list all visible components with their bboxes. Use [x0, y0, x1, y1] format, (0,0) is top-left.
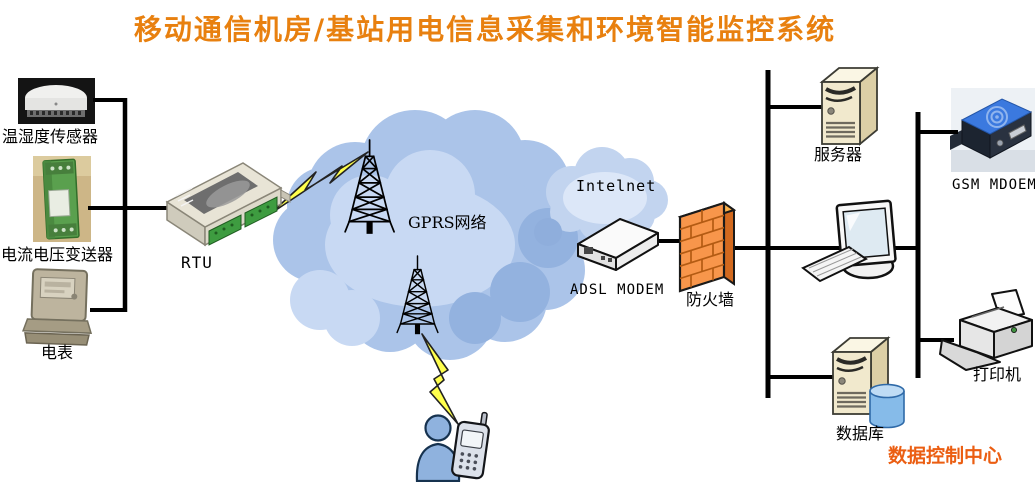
rtu-device-icon: [165, 162, 291, 247]
adsl-modem-icon: [577, 218, 659, 271]
gprs-network-label: GPRS网络: [408, 213, 487, 232]
server-label: 服务器: [814, 145, 863, 164]
printer-icon: [939, 289, 1033, 371]
gsm-modem-image: [950, 88, 1035, 172]
control-center-label: 数据控制中心: [888, 445, 1003, 467]
rtu-label: RTU: [181, 253, 213, 272]
adsl-modem-label: ADSL MODEM: [570, 282, 665, 298]
firewall-icon: [677, 201, 737, 293]
lightning-bolt-2: [421, 333, 459, 425]
internet-label: Intelnet: [576, 177, 657, 195]
workstation-icon: [801, 199, 897, 283]
database-label: 数据库: [836, 424, 885, 443]
sensor-label: 温湿度传感器: [2, 127, 99, 146]
server-icon: [820, 66, 879, 146]
transmitter-label: 电流电压变送器: [1, 245, 114, 264]
mobile-phone-icon: [451, 411, 490, 480]
gsm-modem-label: GSM MDOEM: [952, 177, 1035, 193]
lightning-bolt-1: [269, 151, 369, 215]
mobile-user-icon: [415, 414, 461, 482]
database-icon: [831, 336, 905, 429]
firewall-label: 防火墙: [686, 290, 735, 309]
current-voltage-transmitter-image: [33, 156, 91, 242]
temperature-humidity-sensor-image: [18, 78, 95, 124]
meter-label: 电表: [41, 343, 74, 362]
printer-label: 打印机: [973, 365, 1022, 384]
gprs-cloud: [273, 110, 593, 360]
electric-meter-image: [22, 268, 93, 346]
diagram-title: 移动通信机房/基站用电信息采集和环境智能监控系统: [133, 13, 837, 46]
